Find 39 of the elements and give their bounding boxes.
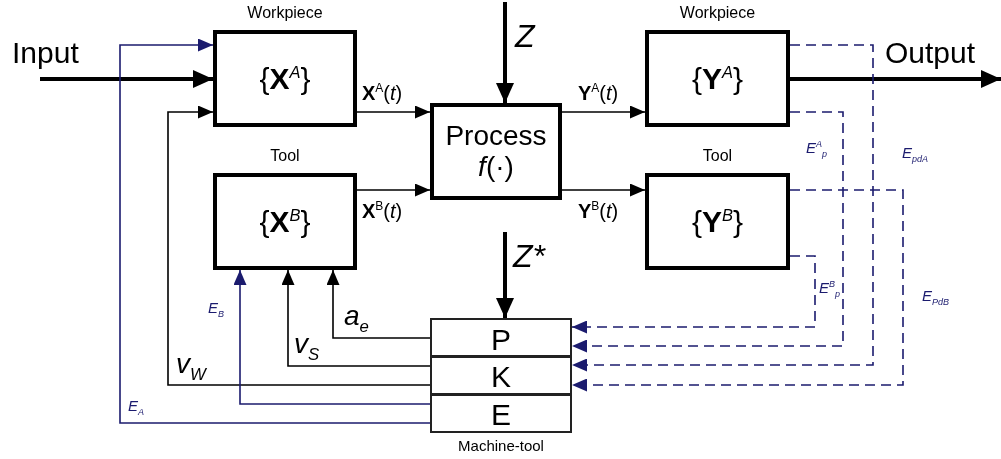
arrow <box>326 269 431 339</box>
edge-label: X$^{B}$(t) <box>362 200 403 221</box>
edge-label: Y$^{A}$(t) <box>578 82 619 103</box>
workpiece-heading: Workpiece <box>246 4 324 22</box>
arrow <box>790 70 1001 88</box>
arrow <box>40 70 213 88</box>
dashed-arrow <box>571 111 844 353</box>
arrow <box>356 105 431 119</box>
machine-tool-caption: Machine-tool <box>457 437 545 454</box>
arrow <box>119 38 431 424</box>
arrow <box>496 232 514 318</box>
edge-label: E$_{A}$ <box>128 398 145 417</box>
arrow <box>167 105 431 386</box>
machine-tool-row: E <box>430 394 572 433</box>
edge-label: E$_{PdB}$ <box>922 288 950 307</box>
input-set-symbol: {X$^{A}$} <box>259 61 311 96</box>
edge-label: E$_{B}$ <box>208 300 225 319</box>
dashed-arrow <box>571 44 874 372</box>
tool-heading: Tool <box>269 147 301 165</box>
dashed-arrow <box>571 255 816 334</box>
arrow <box>561 105 646 119</box>
arrow <box>561 183 646 197</box>
input-set-symbol: {X$^{B}$} <box>259 204 311 239</box>
edge-label: X$^{A}$(t) <box>362 82 403 103</box>
edge-label: Y$^{B}$(t) <box>578 200 619 221</box>
process-label: Process f(·) <box>444 120 548 183</box>
output-set-symbol: {Y$^{B}$} <box>691 204 744 239</box>
arrow <box>496 2 514 103</box>
process-block <box>430 103 562 200</box>
workpiece-heading: Workpiece <box>678 4 757 22</box>
arrow <box>233 269 431 405</box>
output-set-symbol: {Y$^{A}$} <box>691 61 744 96</box>
arrow <box>281 269 431 367</box>
machine-tool-row: P <box>430 318 572 357</box>
machine-tool-row: K <box>430 356 572 395</box>
dashed-arrow <box>571 189 904 392</box>
edge-label: E$_{pdA}$ <box>902 145 929 164</box>
tool-heading: Tool <box>701 147 734 165</box>
arrow <box>356 183 431 197</box>
